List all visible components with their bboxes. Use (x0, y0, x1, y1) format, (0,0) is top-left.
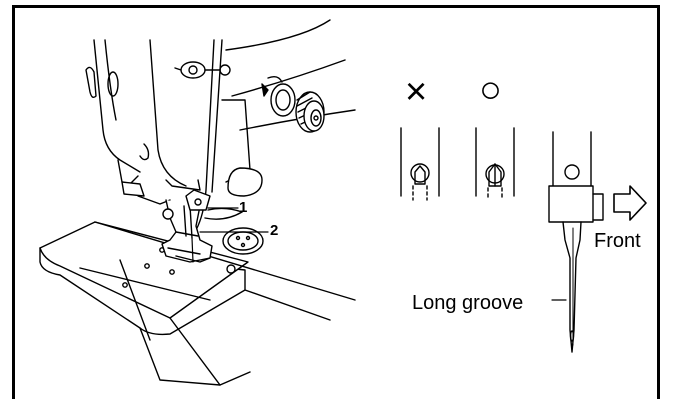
wrong-symbol-icon: × (405, 71, 428, 113)
correct-symbol-icon: ○ (479, 69, 502, 111)
tension-knob (270, 83, 325, 133)
needle-detail-correct (475, 127, 515, 201)
callout-2: 2 (270, 222, 279, 239)
front-label: Front (594, 230, 641, 252)
long-groove-label: Long groove (412, 292, 524, 314)
front-arrow-icon (613, 185, 647, 221)
presser-foot (161, 189, 243, 263)
callout-1: 1 (239, 199, 248, 216)
needle-detail-wrong (400, 127, 440, 201)
screw (174, 61, 231, 79)
needle-plate (39, 221, 356, 386)
diagram-frame (12, 5, 660, 399)
needle-enlarged (548, 131, 604, 353)
